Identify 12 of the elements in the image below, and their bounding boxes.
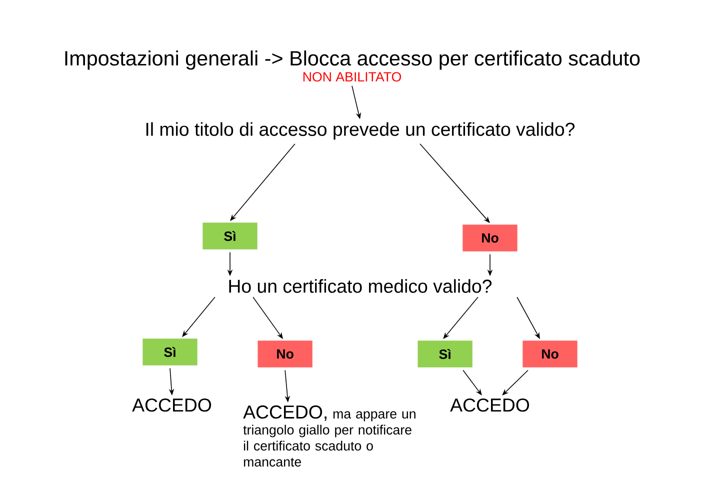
answer-box: No [522, 340, 578, 368]
result-text: ACCEDO, ma appare un triangolo giallo per notificare il certificato scaduto o mancante [243, 405, 416, 467]
question-text: Il mio titolo di accesso prevede un certificato valido? [146, 122, 575, 140]
answer-box: No [462, 224, 518, 252]
answer-box: Sì [418, 340, 472, 368]
answer-box: Sì [142, 338, 198, 366]
result-text: ACCEDO [450, 398, 530, 412]
heading-text: Impostazioni generali -> Blocca accesso per certificato scaduto NON ABILITATO [65, 50, 640, 82]
answer-box: No [258, 340, 312, 368]
answer-box: Sì [202, 222, 258, 250]
question-text: Ho un certificato medico valido? [229, 279, 492, 293]
result-text: ACCEDO [132, 398, 212, 412]
